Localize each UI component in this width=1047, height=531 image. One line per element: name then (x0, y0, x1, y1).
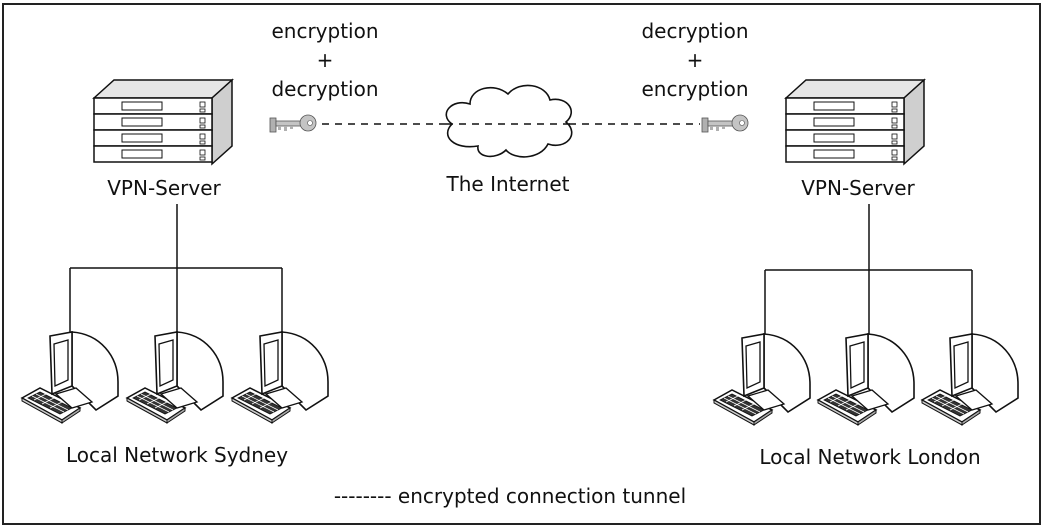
cloud-icon (445, 84, 573, 158)
network-label-london: Local Network London (759, 445, 981, 469)
computer-icon-london-2 (817, 333, 915, 426)
left-bottom-label: decryption (271, 77, 379, 101)
computer-icon-sydney-3 (231, 331, 329, 424)
london-network-lines (764, 204, 973, 340)
server-label-sydney: VPN-Server (107, 176, 221, 200)
computer-icon-sydney-1 (21, 331, 119, 424)
sydney-network-lines (69, 204, 283, 338)
key-icon-london (701, 114, 749, 133)
right-plus-label: + (686, 48, 704, 72)
computer-icon-sydney-2 (126, 331, 224, 424)
left-top-label: encryption (271, 19, 379, 43)
right-bottom-label: encryption (641, 77, 749, 101)
network-label-sydney: Local Network Sydney (65, 443, 289, 467)
key-icon-sydney (269, 114, 317, 133)
right-top-label: decryption (641, 19, 749, 43)
server-icon-london (785, 79, 925, 165)
internet-label: The Internet (446, 172, 570, 196)
server-icon-sydney (93, 79, 233, 165)
server-label-london: VPN-Server (801, 176, 915, 200)
legend-label: -------- encrypted connection tunnel (333, 484, 687, 508)
left-plus-label: + (316, 48, 334, 72)
computer-icon-london-1 (713, 333, 811, 426)
computer-icon-london-3 (921, 333, 1019, 426)
